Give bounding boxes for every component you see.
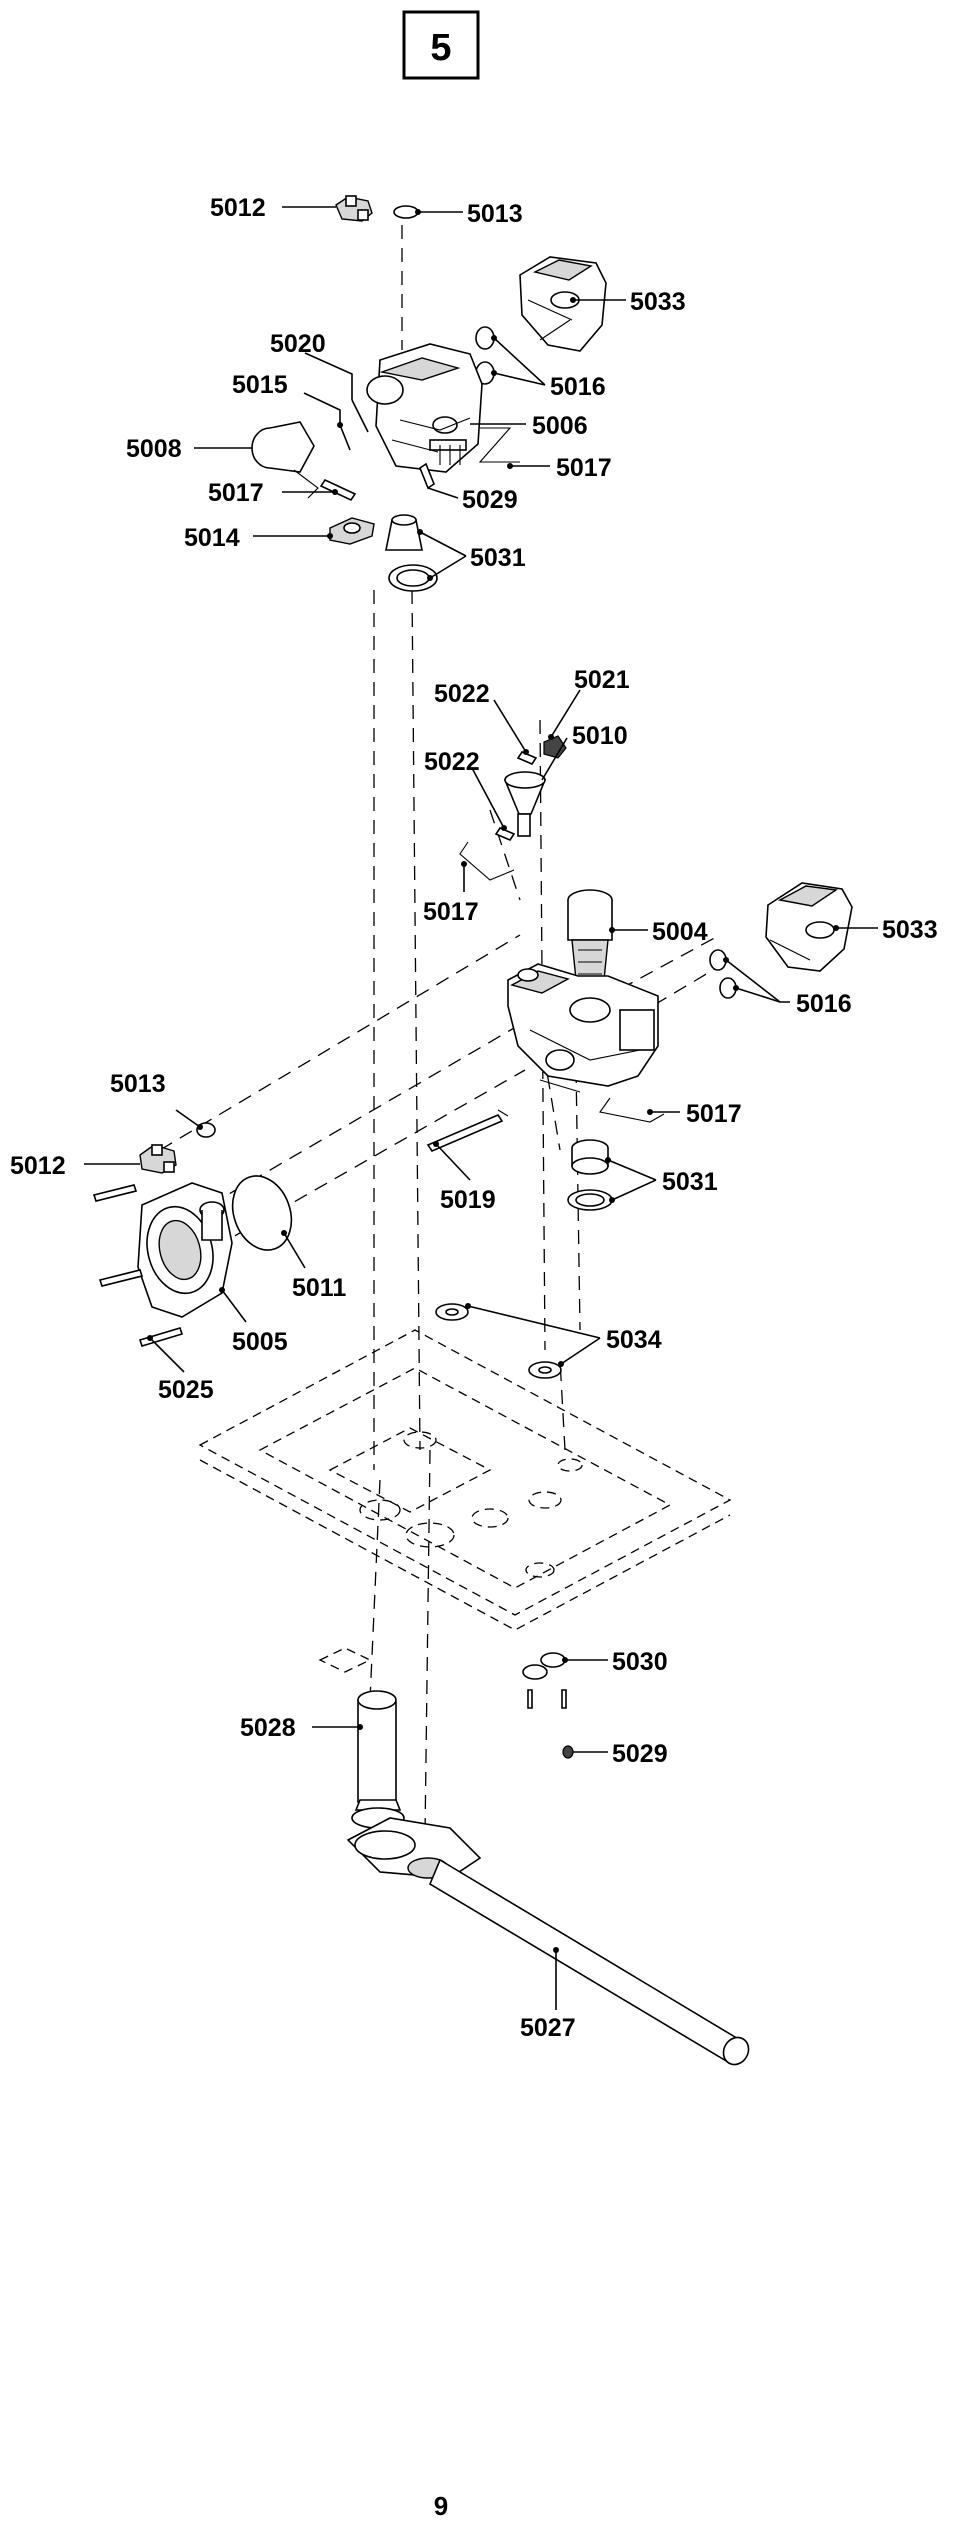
clip-5012-top (335, 195, 373, 222)
section-number: 5 (430, 27, 451, 69)
callout-5021: 5021 (574, 666, 630, 694)
callout-5031-middle: 5031 (662, 1168, 718, 1196)
callout-5019: 5019 (440, 1186, 496, 1214)
nut-5021 (543, 735, 567, 759)
assembly-axes (159, 225, 731, 1836)
pin-5020 (351, 399, 369, 433)
callout-5022-upper: 5022 (434, 680, 490, 708)
oring-5013-top (393, 205, 419, 219)
callout-5010: 5010 (572, 722, 628, 750)
seals-5031-middle (567, 1139, 613, 1211)
sensor-5008 (251, 421, 319, 499)
callout-5031-upper: 5031 (470, 544, 526, 572)
part-5010 (503, 771, 547, 837)
clip-5012-left (139, 1144, 177, 1174)
clip-5017-middle (459, 841, 515, 881)
callout-5013-left: 5013 (110, 1070, 166, 1098)
callout-5033-top: 5033 (630, 288, 686, 316)
callout-5017-upper-left: 5017 (208, 479, 264, 507)
screw-5029-lower-a (527, 1689, 533, 1709)
callout-5012-top: 5012 (210, 194, 266, 222)
elbow-5033-top (519, 256, 607, 352)
callout-5011: 5011 (292, 1274, 346, 1302)
callout-5027: 5027 (520, 2014, 576, 2042)
screw-5029-lower-head (562, 1745, 574, 1759)
middle-assembly (92, 735, 853, 1379)
clips-5030 (522, 1652, 566, 1680)
pin-5022-upper (516, 751, 538, 765)
callout-5022-lower: 5022 (424, 748, 480, 776)
callout-5006: 5006 (532, 412, 588, 440)
callout-5016-top: 5016 (550, 373, 606, 401)
elbow-5033-middle (765, 882, 853, 972)
callout-5028: 5028 (240, 1714, 296, 1742)
callout-5014: 5014 (184, 524, 240, 552)
callout-5020: 5020 (270, 330, 326, 358)
page-number: 9 (434, 2491, 448, 2521)
screw-5019 (426, 1114, 504, 1152)
callout-5025: 5025 (158, 1376, 214, 1404)
clip-5017-lower (599, 1097, 665, 1123)
callout-5034: 5034 (606, 1326, 662, 1354)
screw-5029-upper (419, 462, 435, 490)
section-number-box: 5 (402, 10, 480, 80)
callout-5029-upper: 5029 (462, 486, 518, 514)
callout-5016-middle: 5016 (796, 990, 852, 1018)
body-middle (507, 963, 659, 1093)
callout-5030: 5030 (612, 1648, 668, 1676)
pin-5022-lower (494, 827, 516, 841)
callout-5015: 5015 (232, 371, 288, 399)
callout-5012-left: 5012 (10, 1152, 66, 1180)
clip-5014 (329, 517, 375, 545)
screw-5019-tip (497, 1109, 509, 1117)
lower-assembly (318, 1647, 750, 2066)
leader-lines (84, 206, 878, 2010)
pipe-5027 (346, 1817, 750, 2066)
callout-labels: 5012 5013 5033 5020 5015 5016 5008 5006 … (10, 194, 938, 2042)
oring-5011 (231, 1175, 293, 1251)
base-plate (198, 1329, 732, 1631)
screw-cover-b (98, 1269, 144, 1287)
callout-5029-lower: 5029 (612, 1740, 668, 1768)
callout-5017-middle: 5017 (423, 898, 479, 926)
clips-5034 (435, 1303, 562, 1379)
callout-5013-top: 5013 (467, 200, 523, 228)
callout-5017-upper-right: 5017 (556, 454, 612, 482)
screw-cover-a (92, 1184, 138, 1202)
screw-5025 (138, 1327, 184, 1347)
callout-5005: 5005 (232, 1328, 288, 1356)
upper-assembly (251, 195, 607, 592)
callout-5008: 5008 (126, 435, 182, 463)
clip-5017-upper-right (478, 427, 520, 463)
callout-5017-lower: 5017 (686, 1100, 742, 1128)
body-5006 (366, 343, 483, 473)
clip-5017-upper-left (319, 478, 357, 502)
screw-5029-lower-b (561, 1689, 567, 1709)
pipe-5028 (318, 1647, 405, 1829)
callout-5033-middle: 5033 (882, 916, 938, 944)
callout-5004: 5004 (652, 918, 708, 946)
pin-5015 (339, 424, 351, 451)
cover-5005 (137, 1182, 233, 1318)
